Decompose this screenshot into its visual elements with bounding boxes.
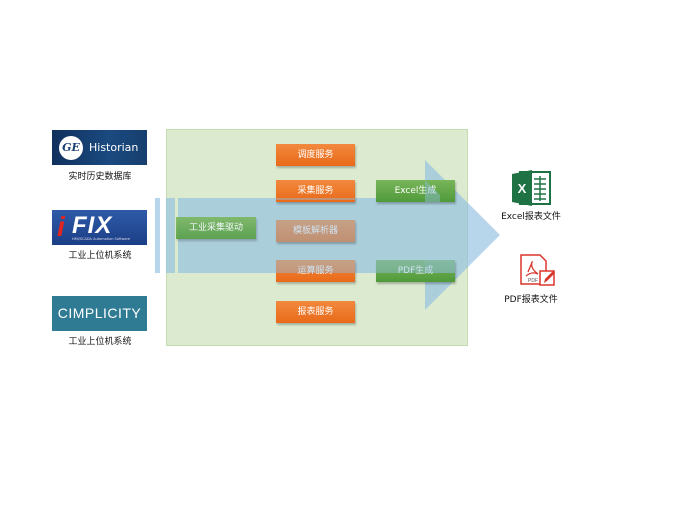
excel-generator-box: Excel生成 (376, 180, 455, 202)
scheduling-service-box: 调度服务 (276, 144, 355, 166)
ifix-logo-subtext: HMI/SCADA Automation Software (72, 237, 130, 241)
pdf-output-label: PDF报表文件 (504, 295, 558, 305)
excel-output-label: Excel报表文件 (501, 212, 561, 222)
pdf-file-icon: PDF (520, 254, 555, 286)
pdf-generator-box: PDF生成 (376, 260, 455, 282)
calculation-service-box: 运算服务 (276, 260, 355, 282)
cimplicity-caption: 工业上位机系统 (68, 337, 132, 347)
historian-logo: GE Historian (52, 130, 147, 165)
flow-arrow-stripe-1 (155, 198, 160, 273)
collection-service-box: 采集服务 (276, 180, 355, 202)
report-service-box: 报表服务 (276, 301, 355, 323)
svg-text:PDF: PDF (528, 278, 538, 284)
excel-file-icon: X (512, 170, 551, 206)
historian-caption: 实时历史数据库 (68, 172, 132, 182)
svg-text:X: X (518, 181, 527, 196)
cimplicity-logo: CIMPLICITY (52, 296, 147, 331)
ifix-caption: 工业上位机系统 (68, 251, 132, 261)
flow-arrow-stripe-2 (166, 198, 175, 273)
ifix-logo-text: FIX (72, 212, 113, 239)
historian-logo-text: Historian (89, 141, 139, 154)
ge-logo-icon: GE (59, 135, 83, 160)
template-parser-box: 模板解析器 (276, 220, 355, 242)
industrial-driver-box: 工业采集驱动 (176, 217, 256, 239)
ifix-logo-prefix: i (57, 211, 65, 242)
ifix-logo: i FIX HMI/SCADA Automation Software (52, 210, 147, 245)
